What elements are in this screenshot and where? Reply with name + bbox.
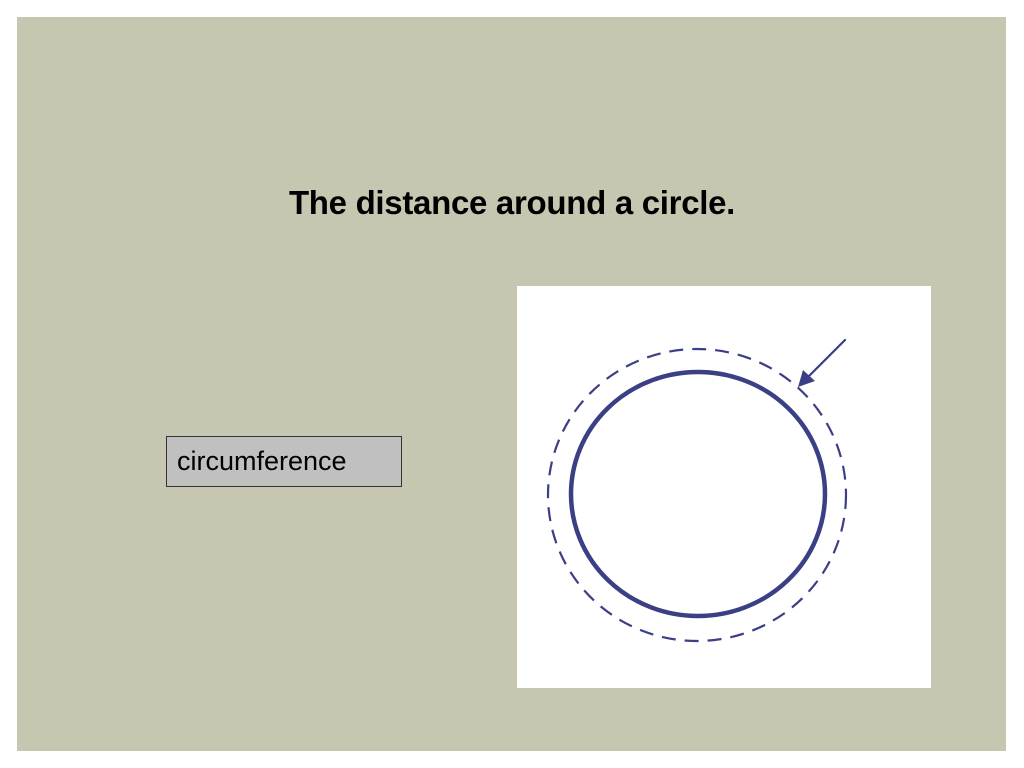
arrow-icon [798,338,847,387]
dashed-circumference-circle [546,347,848,643]
circle-diagram [546,338,848,643]
circle-figure [517,286,931,688]
answer-box[interactable]: circumference [166,436,402,487]
slide-title: The distance around a circle. [288,184,736,221]
answer-label: circumference [177,446,347,476]
solid-circle [568,369,828,619]
